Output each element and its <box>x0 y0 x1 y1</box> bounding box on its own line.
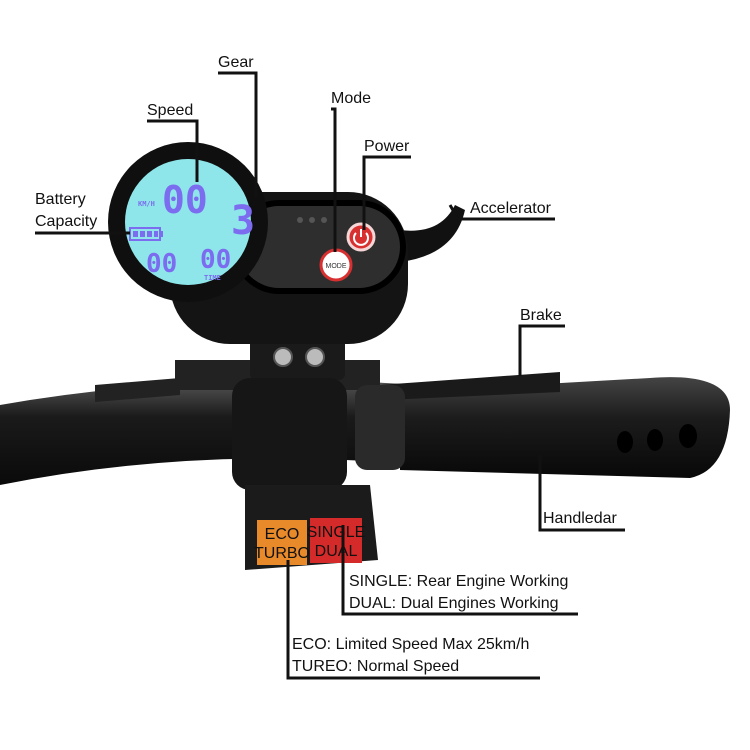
power-label: Power <box>364 138 410 155</box>
clamp-right <box>355 385 405 470</box>
battery-label-line1: Battery <box>35 191 86 208</box>
time-label: TIME <box>204 274 221 282</box>
grip-hole <box>679 424 697 448</box>
gear-label: Gear <box>218 54 254 71</box>
lcd-screen <box>125 159 251 285</box>
power-icon <box>353 232 369 246</box>
indicator-dots <box>297 217 327 223</box>
grip-hole <box>647 429 663 451</box>
accelerator-label: Accelerator <box>470 200 552 217</box>
handlebar-coil <box>95 378 180 402</box>
handlebar-grip <box>400 377 730 478</box>
accelerator-lever <box>400 205 465 262</box>
power-button[interactable] <box>346 222 376 252</box>
brake-label: Brake <box>520 307 562 324</box>
clamp-left <box>232 378 347 490</box>
gear-readout: 3 <box>231 198 255 244</box>
battery-label-line2: Capacity <box>35 213 97 230</box>
eco-turbo-switch[interactable]: ECO TURBO <box>254 520 310 565</box>
mode-button[interactable]: MODE <box>319 248 353 282</box>
single-description: SINGLE: Rear Engine Working <box>349 573 568 590</box>
eco-description: ECO: Limited Speed Max 25km/h <box>292 636 529 653</box>
time-readout: 00 <box>200 245 231 275</box>
grip-hole <box>617 431 633 453</box>
mode-button-label: MODE <box>326 263 347 270</box>
speed-readout: 00 <box>162 178 208 222</box>
turbo-description: TUREO: Normal Speed <box>292 658 459 675</box>
speed-label: Speed <box>147 102 193 119</box>
trip-readout: 00 <box>146 249 177 279</box>
mode-label: Mode <box>331 90 371 107</box>
single-label: SINGLE <box>307 524 366 541</box>
dual-label: DUAL <box>315 543 358 560</box>
leader-lines <box>35 71 625 680</box>
turbo-label: TURBO <box>254 545 310 562</box>
speed-unit: KM/H <box>138 200 155 208</box>
single-dual-switch[interactable]: SINGLE DUAL <box>307 518 366 563</box>
eco-label: ECO <box>265 526 300 543</box>
dual-description: DUAL: Dual Engines Working <box>349 595 559 612</box>
brake-lever <box>380 372 560 400</box>
handlebar-label: Handledar <box>543 510 618 527</box>
